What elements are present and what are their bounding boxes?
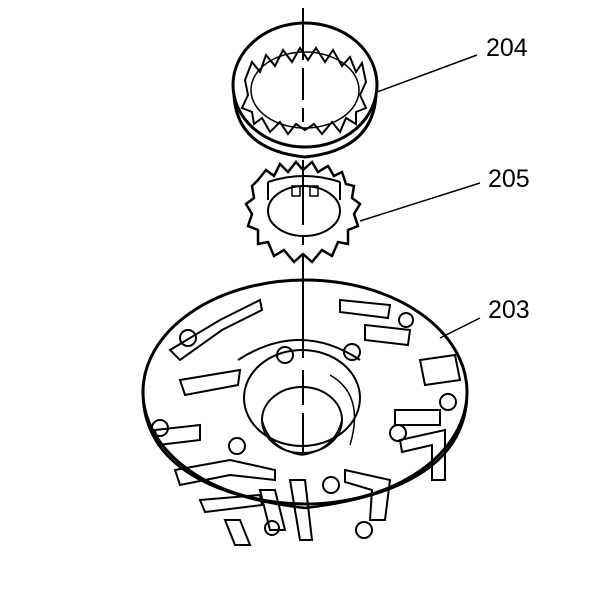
callout-label-203: 203 xyxy=(488,296,530,324)
leader-line-205 xyxy=(359,182,481,222)
pump-body-203 xyxy=(141,278,469,546)
drive-gear-205 xyxy=(244,160,362,264)
callout-label-204: 204 xyxy=(486,34,528,62)
leader-line-204 xyxy=(376,54,478,93)
ring-gear-204 xyxy=(231,21,379,159)
leader-line-203 xyxy=(439,317,481,339)
callout-label-205: 205 xyxy=(488,165,530,193)
